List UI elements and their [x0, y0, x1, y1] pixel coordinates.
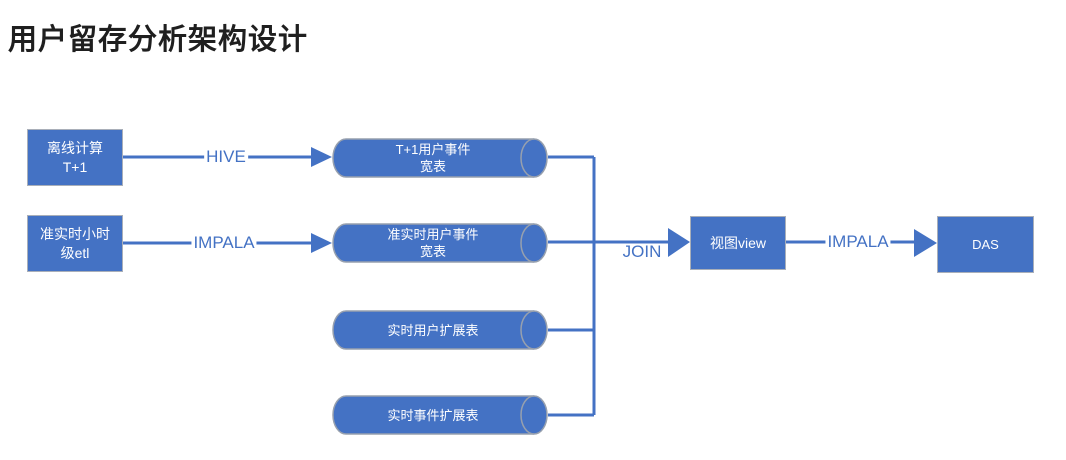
cylinder-label-line1: T+1用户事件: [395, 142, 471, 157]
cylinder-shape: [332, 310, 548, 350]
cylinder-label-line2: 宽表: [419, 159, 446, 174]
cylinder-shape: [332, 138, 548, 178]
cylinder-label-line2: 宽表: [419, 244, 446, 259]
bus-stub-lines: [548, 155, 594, 417]
node-offline-compute-label-line2: T+1: [62, 158, 88, 175]
cylinder-t1-user-event-wide-table: T+1用户事件 宽表: [332, 138, 548, 178]
node-das-label: DAS: [972, 237, 999, 252]
edge-label-impala-left: IMPALA: [191, 233, 257, 253]
node-near-realtime-etl-label-line2: 级etl: [60, 244, 90, 261]
cylinder-realtime-user-extension-table: 实时用户扩展表: [332, 310, 548, 350]
node-view: 视图view: [690, 216, 786, 270]
page-title: 用户留存分析架构设计: [8, 24, 309, 56]
impala-left-arrowhead: [311, 233, 332, 253]
cylinder-near-realtime-user-event-wide-table: 准实时用户事件 宽表: [332, 223, 548, 263]
node-near-realtime-etl-label-line1: 准实时小时: [40, 225, 110, 242]
edge-label-join: JOIN: [622, 242, 662, 261]
join-arrowhead: [668, 228, 690, 257]
cylinder-label-line1: 实时用户扩展表: [387, 322, 479, 338]
cylinder-shape: [332, 223, 548, 263]
edge-label-hive: HIVE: [204, 147, 248, 167]
cylinder-shape: [332, 395, 548, 435]
node-das: DAS: [937, 216, 1034, 273]
das-arrowhead: [914, 229, 937, 257]
cylinder-label-line1: 准实时用户事件: [387, 227, 479, 242]
node-near-realtime-etl: 准实时小时 级etl: [27, 215, 123, 272]
node-offline-compute-label-line1: 离线计算: [47, 139, 103, 156]
node-offline-compute: 离线计算 T+1: [27, 129, 123, 186]
cylinder-label-line1: 实时事件扩展表: [387, 407, 479, 423]
hive-arrowhead: [311, 147, 332, 167]
edge-label-impala-right: IMPALA: [825, 232, 891, 252]
node-view-label: 视图view: [709, 235, 766, 251]
cylinder-realtime-event-extension-table: 实时事件扩展表: [332, 395, 548, 435]
